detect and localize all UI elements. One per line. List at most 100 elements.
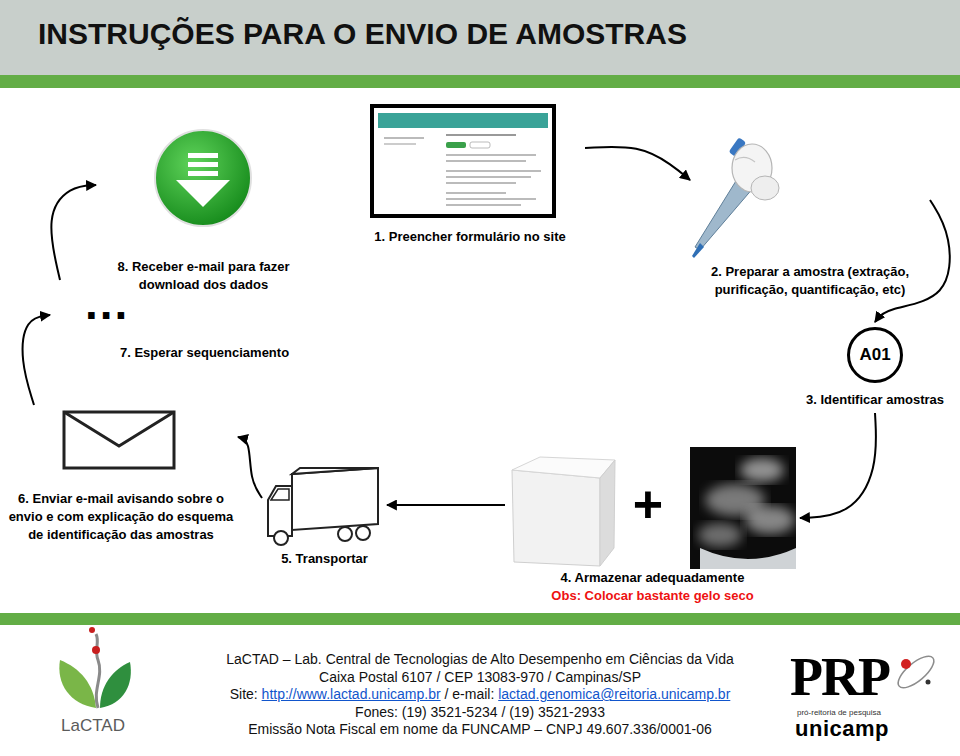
foam-box xyxy=(512,457,615,478)
logo-name: unicamp xyxy=(795,717,889,741)
lactad-logo xyxy=(100,662,131,708)
step-caption: 3. Identificar amostras xyxy=(795,391,955,409)
truck-outline xyxy=(292,468,378,530)
prp-logo-orbit xyxy=(901,659,911,669)
lactad-logo xyxy=(92,646,100,654)
footer-text: Fones: (19) 3521-5234 / (19) 3521-2933 xyxy=(355,704,605,720)
truck-outline xyxy=(271,489,289,500)
truck-outline xyxy=(268,486,292,536)
flow-arrow xyxy=(875,200,950,322)
truck-outline xyxy=(292,468,378,474)
form-screenshot xyxy=(446,198,536,200)
form-screenshot xyxy=(446,182,516,184)
download-icon xyxy=(155,130,251,226)
step-caption: 2. Preparar a amostra (extração, purific… xyxy=(690,263,930,299)
email-link: lactad.genomica@reitoria.unicamp.br xyxy=(498,686,730,702)
form-screenshot xyxy=(384,137,424,139)
footer-text: Emissão Nota Fiscal em nome da FUNCAMP –… xyxy=(248,721,712,737)
form-screenshot xyxy=(372,106,554,216)
sample-id: A01 xyxy=(847,327,903,383)
foam-box xyxy=(600,460,615,566)
footer-text: Site: xyxy=(230,686,258,702)
envelope-icon xyxy=(64,412,174,468)
truck-outline xyxy=(356,526,370,540)
truck-outline xyxy=(338,527,352,541)
header-band xyxy=(0,75,960,88)
flow-arrow xyxy=(51,185,96,280)
form-screenshot xyxy=(372,106,554,216)
header-band xyxy=(0,0,960,88)
form-screenshot xyxy=(446,134,516,136)
process-step: 5. Transportar xyxy=(262,465,387,568)
form-screenshot xyxy=(446,192,506,194)
form-screenshot xyxy=(446,170,541,172)
step-caption: 8. Receber e-mail para fazer download do… xyxy=(96,258,311,294)
process-step: 6. Enviar e-mail avisando sobre o envio … xyxy=(4,405,238,544)
process-step: 8. Receber e-mail para fazer download do… xyxy=(96,130,311,294)
diagram-title: INSTRUÇÕES PARA O ENVIO DE AMOSTRAS xyxy=(38,14,687,54)
dry-ice-photo xyxy=(690,447,796,569)
plus-sign: + xyxy=(628,476,668,532)
foam-box xyxy=(512,457,615,566)
step-caption: 1. Preencher formulário no site xyxy=(355,228,585,246)
envelope-icon xyxy=(64,412,174,446)
flow-arrow xyxy=(800,413,876,518)
footer-stripe xyxy=(0,613,960,625)
process-step: 1. Preencher formulário no site xyxy=(355,100,585,246)
pipette-illustration xyxy=(692,243,704,258)
step-caption: 5. Transportar xyxy=(262,550,387,568)
flow-arrow xyxy=(238,437,262,498)
download-icon xyxy=(188,171,218,176)
pipette-illustration xyxy=(751,176,779,200)
form-screenshot xyxy=(446,204,521,206)
form-screenshot xyxy=(384,143,416,145)
footer-text: / e-mail: xyxy=(445,686,495,702)
process-step: ...7. Esperar sequenciamento xyxy=(50,280,310,362)
step-caption: 7. Esperar sequenciamento xyxy=(50,344,310,362)
form-screenshot xyxy=(446,160,526,162)
dry-ice-photo xyxy=(690,447,796,569)
form-screenshot xyxy=(446,154,536,156)
prp-logo-orbit xyxy=(926,680,931,685)
prp-logo-orbit xyxy=(893,651,938,693)
download-icon xyxy=(176,180,230,207)
truck-outline xyxy=(268,468,378,545)
envelope-icon xyxy=(64,412,174,468)
flow-arrow xyxy=(585,147,690,180)
flow-arrow xyxy=(387,504,505,506)
form-screenshot xyxy=(378,113,548,128)
pipette-illustration xyxy=(692,137,779,258)
foam-box xyxy=(512,470,600,566)
process-step: A01 3. Identificar amostras xyxy=(795,322,955,413)
dry-ice-photo xyxy=(698,523,742,547)
footer-text: LaCTAD – Lab. Central de Tecnologias de … xyxy=(226,651,733,667)
form-screenshot xyxy=(446,176,531,178)
lactad-logo xyxy=(59,627,131,708)
step-caption: 4. Armazenar adequadamente xyxy=(505,569,800,587)
pipette-illustration xyxy=(735,157,755,162)
site-link: http://www.lactad.unicamp.br xyxy=(262,686,441,702)
download-icon xyxy=(188,162,218,167)
footer-stripe xyxy=(0,613,960,625)
step-caption: 6. Enviar e-mail avisando sobre o envio … xyxy=(4,490,238,544)
lactad-logo xyxy=(89,627,95,633)
dry-ice-photo xyxy=(740,458,784,482)
logo-name: PRP xyxy=(790,649,889,705)
form-screenshot xyxy=(470,142,490,148)
logo-name: LaCTAD xyxy=(48,716,138,736)
download-icon xyxy=(188,153,218,158)
note: Obs: Colocar bastante gelo seco xyxy=(505,587,800,605)
header-band xyxy=(0,0,960,75)
prp-logo-orbit xyxy=(893,651,938,693)
process-step: 2. Preparar a amostra (extração, purific… xyxy=(690,135,930,299)
flow-arrow xyxy=(23,315,50,405)
lactad-logo xyxy=(59,660,96,708)
footer-text: Caixa Postal 6107 / CEP 13083-970 / Camp… xyxy=(319,669,641,685)
download-icon xyxy=(155,130,251,226)
dry-ice-photo xyxy=(745,506,795,534)
truck-outline xyxy=(274,531,288,545)
dry-ice-photo xyxy=(700,548,796,569)
lactad-logo xyxy=(96,634,100,708)
